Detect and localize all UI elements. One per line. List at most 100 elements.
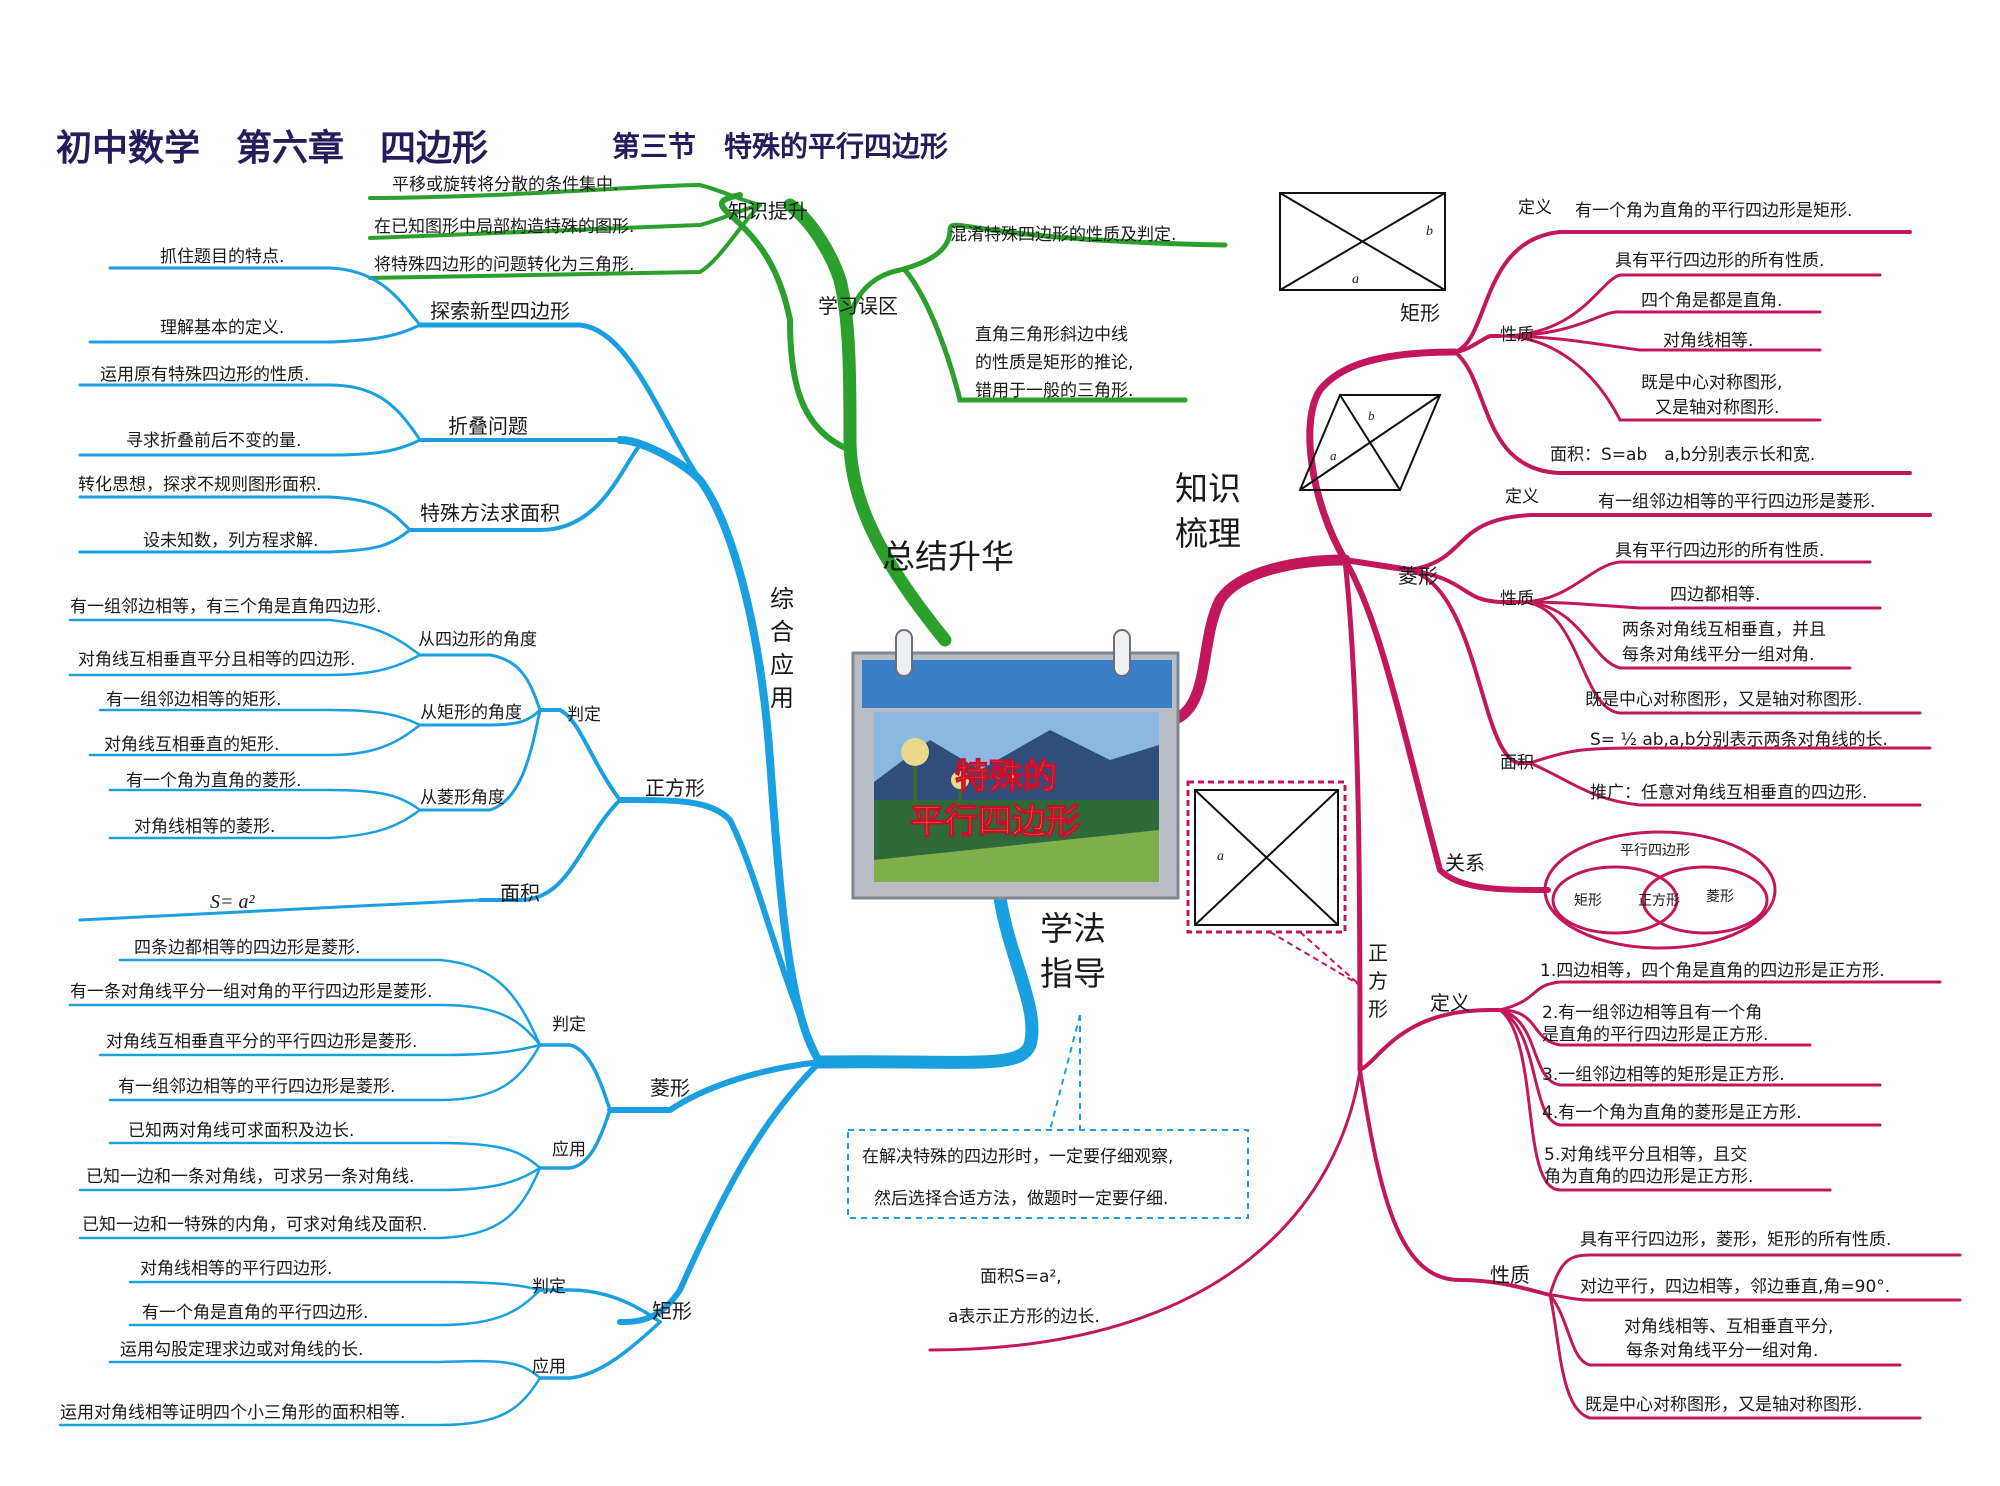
zhengfang-xingzhi: 对角线相等、互相垂直平分, (1624, 1317, 1833, 1337)
panding-item: 有一组邻边相等，有三个角是直角四边形. (70, 597, 381, 617)
rhombus-figure (1298, 394, 1442, 491)
mianji-method-item: 转化思想，探求不规则图形面积. (78, 475, 321, 495)
xuexi-wuqu-item: 的性质是矩形的推论, (975, 353, 1133, 373)
lingxing-yingyong-item: 已知一边和一特殊的内角，可求对角线及面积. (82, 1215, 427, 1235)
figure-label-b: b (1368, 408, 1375, 423)
branch-label-xuefa: 指导 (1040, 954, 1106, 993)
lingxing-panding-item: 四条边都相等的四边形是菱形. (134, 938, 360, 958)
juxing-xingzhi: 具有平行四边形的所有性质. (1615, 251, 1824, 271)
juxing-xingzhi: 对角线相等. (1663, 331, 1753, 351)
panding-item: 有一组邻边相等的矩形. (106, 690, 281, 710)
lingxing-panding-item: 对角线互相垂直平分的平行四边形是菱形. (106, 1032, 417, 1052)
label-dingyi: 定义 (1505, 487, 1539, 507)
center-card: 特殊的 平行四边形 (851, 629, 1180, 900)
zhengfang-xingzhi: 每条对角线平分一组对角. (1626, 1341, 1818, 1361)
branch-label-zongjie: 总结升华 (882, 537, 1014, 576)
zhengfang-xingzhi: 对边平行，四边相等，邻边垂直,角=90°. (1580, 1277, 1890, 1297)
zhengfang-dingyi: 3.一组邻边相等的矩形是正方形. (1542, 1065, 1785, 1085)
lingxing-panding-item: 有一组邻边相等的平行四边形是菱形. (118, 1077, 395, 1097)
lingxing-xingzhi: 四边都相等. (1670, 585, 1760, 605)
venn-left-label: 矩形 (1574, 893, 1602, 909)
label-mianji: 面积 (500, 881, 540, 905)
label-xuexi-wuqu: 学习误区 (818, 294, 898, 318)
label-juxing: 矩形 (1400, 301, 1440, 325)
juxing-yingyong-item: 运用勾股定理求边或对角线的长. (120, 1340, 363, 1360)
figure-label-a: a (1217, 849, 1224, 864)
label-mianji: 面积 (1500, 753, 1534, 773)
label-panding: 判定 (567, 705, 601, 725)
xuexi-wuqu-item: 错用于一般的三角形. (975, 381, 1133, 401)
lingxing-panding-item: 有一条对角线平分一组对角的平行四边形是菱形. (70, 982, 432, 1002)
zhishi-tisheng-item: 在已知图形中局部构造特殊的图形. (374, 217, 634, 237)
label-dingyi: 定义 (1518, 198, 1552, 218)
label-lingxing-blue: 菱形 (650, 1076, 690, 1100)
rectangle-figure (1279, 192, 1446, 291)
zhengfang-dingyi: 2.有一组邻边相等且有一个角 (1542, 1003, 1762, 1023)
label-yingyong: 应用 (552, 1140, 586, 1160)
lingxing-xingzhi: 具有平行四边形的所有性质. (1615, 541, 1824, 561)
zhedie-item: 寻求折叠前后不变的量. (126, 431, 301, 451)
tip-line: 在解决特殊的四边形时，一定要仔细观察, (862, 1147, 1173, 1167)
label-xingzhi: 性质 (1500, 589, 1534, 609)
crimson-branch (928, 230, 1962, 1420)
label-zhengfang: 正 (1368, 941, 1388, 965)
label-zhengfang: 形 (1368, 997, 1388, 1021)
venn-outer-label: 平行四边形 (1620, 843, 1690, 859)
branch-label-zhishi: 知识 (1175, 469, 1241, 508)
label-yingyong: 应用 (532, 1357, 566, 1377)
panding-item: 对角线相等的菱形. (134, 817, 275, 837)
label-zhengfang: 方 (1368, 969, 1388, 993)
panding-item: 对角线互相垂直平分且相等的四边形. (78, 650, 355, 670)
xuexi-wuqu-item: 直角三角形斜边中线 (975, 325, 1128, 345)
label-panding: 判定 (552, 1015, 586, 1035)
branch-label-xuefa: 学法 (1040, 909, 1106, 948)
tansuo-item: 理解基本的定义. (160, 318, 284, 338)
label-lingxing: 菱形 (1398, 564, 1438, 588)
lingxing-xingzhi: 每条对角线平分一组对角. (1622, 645, 1814, 665)
figure-label-a: a (1352, 272, 1359, 287)
zhishi-tisheng-item: 平移或旋转将分散的条件集中. (392, 175, 618, 195)
xuexi-wuqu-item: 混淆特殊四边形的性质及判定. (950, 225, 1176, 245)
zhengfang-xingzhi: 具有平行四边形，菱形，矩形的所有性质. (1580, 1230, 1891, 1250)
juxing-dingyi: 有一个角为直角的平行四边形是矩形. (1575, 201, 1852, 221)
label-guanxi: 关系 (1445, 851, 1485, 875)
panding-item: 有一个角为直角的菱形. (126, 771, 301, 791)
label-group: 从菱形角度 (420, 788, 505, 808)
zhengfang-dingyi: 是直角的平行四边形是正方形. (1542, 1025, 1768, 1045)
zhengfang-mianji: 面积S=a², (980, 1267, 1062, 1287)
label-group: 从四边形的角度 (418, 630, 537, 650)
label-group: 从矩形的角度 (420, 703, 522, 723)
lingxing-xingzhi: 两条对角线互相垂直，并且 (1622, 620, 1826, 640)
label-panding: 判定 (532, 1277, 566, 1297)
juxing-panding-item: 对角线相等的平行四边形. (140, 1259, 332, 1279)
blue-branch (58, 266, 1039, 1427)
juxing-xingzhi: 四个角是都是直角. (1641, 291, 1782, 311)
zhishi-tisheng-item: 将特殊四边形的问题转化为三角形. (374, 255, 634, 275)
zhedie-item: 运用原有特殊四边形的性质. (100, 365, 309, 385)
lingxing-yingyong-item: 已知一边和一条对角线，可求另一条对角线. (86, 1167, 414, 1187)
lingxing-mianji: S= ½ ab,a,b分别表示两条对角线的长. (1590, 730, 1888, 750)
zhengfang-xingzhi: 既是中心对称图形，又是轴对称图形. (1585, 1395, 1862, 1415)
label-xingzhi: 性质 (1500, 325, 1534, 345)
juxing-xingzhi: 既是中心对称图形, (1641, 373, 1782, 393)
figure-label-a: a (1330, 448, 1337, 463)
branch-label-zhishi: 梳理 (1175, 514, 1241, 553)
lingxing-mianji: 推广：任意对角线互相垂直的四边形. (1590, 783, 1867, 803)
zhengfang-dingyi: 1.四边相等，四个角是直角的四边形是正方形. (1540, 961, 1885, 981)
label-mianji-method: 特殊方法求面积 (420, 501, 560, 525)
juxing-yingyong-item: 运用对角线相等证明四个小三角形的面积相等. (60, 1403, 405, 1423)
formula-square-area: S= a² (210, 891, 255, 913)
juxing-mianji: 面积：S=ab a,b分别表示长和宽. (1550, 445, 1815, 465)
label-xingzhi: 性质 (1490, 1263, 1530, 1287)
tansuo-item: 抓住题目的特点. (160, 247, 284, 267)
juxing-xingzhi: 又是轴对称图形. (1655, 398, 1779, 418)
branch-label-zonghe: 合 (770, 618, 794, 646)
center-banner-line2: 平行四边形 (910, 802, 1080, 842)
label-dingyi: 定义 (1430, 991, 1470, 1015)
label-zhengfang-blue: 正方形 (645, 776, 705, 800)
venn-middle-label: 正方形 (1638, 893, 1680, 909)
branch-label-zonghe: 综 (770, 585, 794, 613)
tip-callout: 在解决特殊的四边形时，一定要仔细观察, 然后选择合适方法，做题时一定要仔细. (847, 1014, 1249, 1219)
page-subtitle: 第三节 特殊的平行四边形 (612, 130, 948, 163)
